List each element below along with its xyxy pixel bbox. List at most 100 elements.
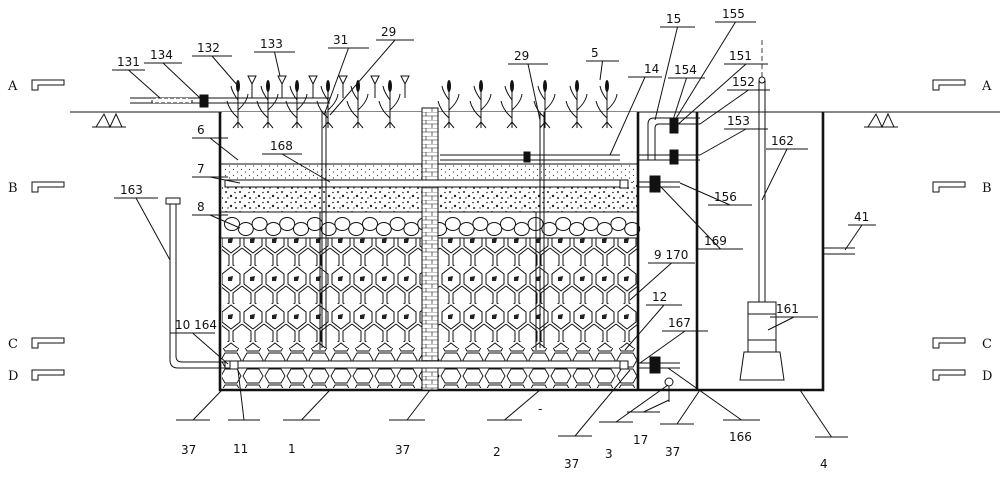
upper-distribution-pipe — [224, 179, 626, 188]
plant-root — [232, 121, 244, 129]
plant-root — [322, 121, 334, 129]
valve-upper — [649, 175, 661, 193]
plant-leaf — [448, 93, 460, 111]
plant-leaf — [316, 100, 329, 119]
leader-pointer — [128, 69, 161, 99]
leader-pointer — [674, 21, 736, 121]
plant-leaf — [504, 85, 513, 101]
section-bracket-right-d — [932, 369, 966, 381]
leader-pointer — [406, 389, 431, 421]
section-bracket-left-d — [31, 369, 65, 381]
plant-leaf — [350, 85, 359, 101]
leader-pointer — [667, 367, 742, 421]
plant-leaf — [441, 85, 450, 101]
vent-valve-2 — [669, 149, 679, 165]
label-133: 133 — [260, 37, 283, 51]
leader-pointer — [237, 369, 245, 421]
leader-lines — [112, 21, 876, 438]
pump-base — [739, 351, 785, 381]
label-37-b: 37 — [395, 443, 410, 457]
stone — [320, 222, 337, 236]
plant-leaf — [296, 93, 308, 111]
sprinkler-head — [247, 75, 257, 86]
label-131: 131 — [117, 55, 140, 69]
sprinkler-head — [277, 75, 287, 86]
stone — [472, 217, 489, 231]
leader-pointer — [504, 389, 541, 421]
leader-pointer — [301, 389, 331, 421]
stone — [569, 222, 585, 236]
leader-pointer — [615, 384, 669, 423]
leader-pointer — [629, 262, 672, 301]
leader-pointer — [761, 148, 788, 201]
stone — [610, 217, 627, 231]
label-11: 11 — [233, 442, 248, 456]
plant-leaf — [378, 100, 391, 119]
plant-leaf — [226, 100, 239, 119]
section-bracket-left-c — [31, 337, 65, 349]
plant-leaf — [576, 93, 588, 111]
inlet-valve — [199, 94, 209, 108]
pump-motor — [747, 301, 777, 353]
plant-leaf — [285, 100, 298, 119]
stone — [279, 217, 296, 231]
label-161: 161 — [776, 302, 799, 316]
leader-pointer — [672, 77, 687, 121]
wetland-plants — [226, 75, 618, 129]
stone — [265, 222, 282, 236]
plant-root — [262, 121, 274, 129]
section-right-b: B — [982, 181, 992, 196]
label-dot: - — [538, 402, 542, 416]
leader-pointer — [135, 197, 171, 261]
label-5: 5 — [591, 46, 599, 60]
ground-hatch-left — [95, 112, 123, 129]
label-15: 15 — [666, 12, 681, 26]
label-153: 153 — [727, 114, 750, 128]
leader-pointer — [599, 60, 603, 81]
leader-pointer — [643, 399, 670, 413]
leader-pointer — [679, 182, 731, 206]
plant-head — [479, 80, 483, 92]
plant-head — [326, 80, 330, 92]
plant-leaf — [260, 85, 269, 101]
label-2: 2 — [493, 445, 501, 459]
pipe-fitting-lower-right — [619, 360, 629, 370]
leader-pointer — [674, 63, 747, 128]
leader-pointer — [799, 389, 832, 438]
label-37-a: 37 — [181, 443, 196, 457]
section-left-a: A — [7, 79, 18, 94]
leader-pointer — [624, 304, 665, 351]
plant-root — [352, 121, 364, 129]
pump-riser-cap — [758, 76, 766, 84]
plant-root — [571, 121, 583, 129]
leader-pointer — [654, 26, 678, 121]
leader-pointer — [274, 51, 281, 77]
leader-pointer — [676, 389, 701, 425]
vent-pipe-outer — [647, 117, 700, 160]
section-bracket-right-a — [932, 79, 966, 91]
stone — [362, 217, 378, 231]
plant-head — [266, 80, 270, 92]
label-163: 163 — [120, 183, 143, 197]
plant-leaf — [469, 100, 482, 119]
plant-leaf — [346, 100, 359, 119]
plant-leaf — [327, 93, 339, 111]
label-155: 155 — [722, 7, 745, 21]
return-pipe-outer — [169, 200, 225, 369]
leader-pointer — [209, 176, 241, 184]
stone — [237, 222, 254, 236]
label-1: 1 — [288, 442, 296, 456]
plant-leaf — [595, 100, 608, 119]
plant-leaf — [480, 93, 492, 111]
label-166: 166 — [729, 430, 752, 444]
plant-leaf — [606, 93, 618, 111]
plant-leaf — [544, 93, 556, 111]
plant-head — [543, 80, 547, 92]
stone — [486, 222, 503, 236]
surface-pipe-joint — [523, 151, 531, 163]
label-37-d: 37 — [665, 445, 680, 459]
plant-root — [291, 121, 303, 129]
brick-column — [421, 107, 439, 391]
plant-leaf — [382, 85, 391, 101]
pipe-fitting-upper — [619, 179, 629, 189]
